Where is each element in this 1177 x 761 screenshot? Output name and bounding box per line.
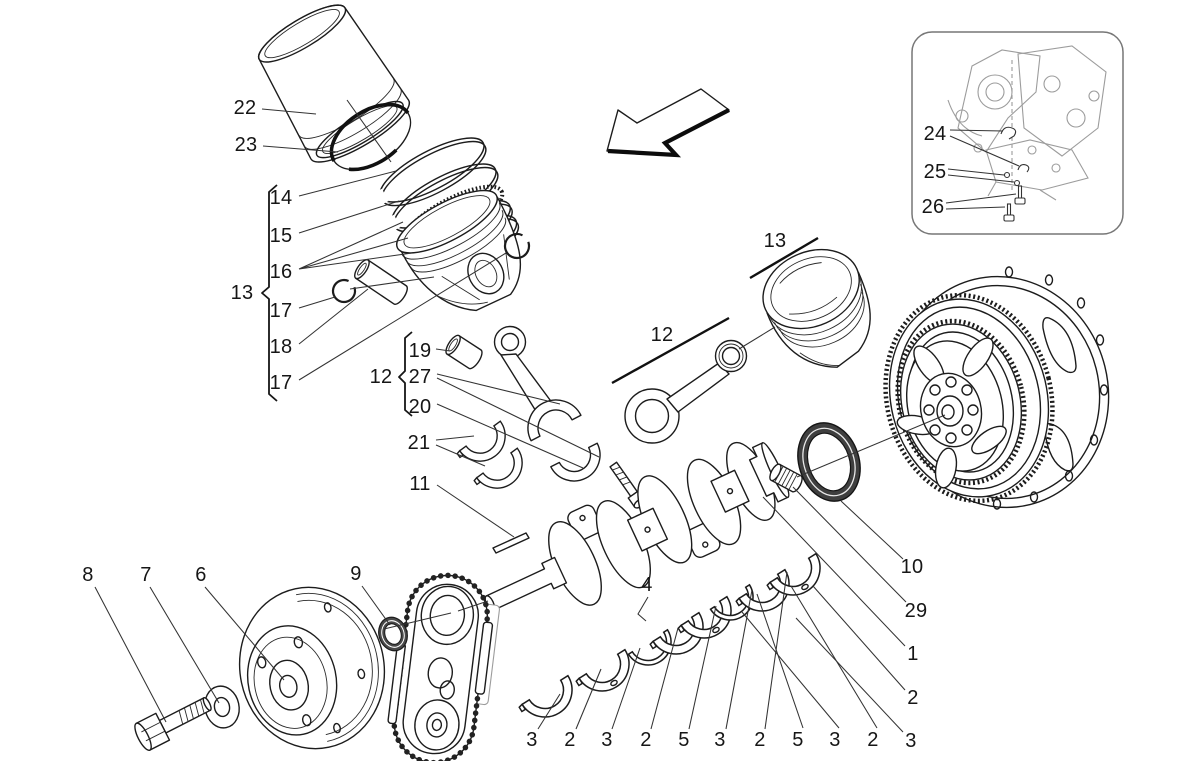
bracket-group-12	[398, 331, 413, 417]
label-line-13	[749, 236, 819, 280]
piston-right	[762, 248, 871, 368]
part-callout-5[interactable]: 5	[792, 729, 804, 751]
cylinder-liner	[257, 4, 410, 163]
part-callout-27[interactable]: 27	[408, 366, 432, 388]
crank-key	[492, 532, 530, 554]
part-callout-2[interactable]: 2	[907, 687, 919, 709]
part-callout-2[interactable]: 2	[754, 729, 766, 751]
part-callout-3[interactable]: 3	[601, 729, 613, 751]
part-callout-19[interactable]: 19	[408, 340, 432, 362]
connecting-rod-left	[493, 325, 648, 509]
part-callout-17[interactable]: 17	[269, 372, 293, 394]
part-callout-13[interactable]: 13	[763, 230, 787, 252]
flywheel	[883, 266, 1110, 510]
part-callout-3[interactable]: 3	[714, 729, 726, 751]
direction-arrow-icon	[606, 88, 730, 158]
part-callout-1[interactable]: 1	[907, 643, 919, 665]
inset-box	[911, 31, 1124, 235]
pilot-bushing	[769, 463, 803, 493]
part-callout-9[interactable]: 9	[350, 563, 362, 585]
rod-bearing-shells	[455, 420, 533, 501]
part-callout-8[interactable]: 8	[82, 564, 94, 586]
liner-o-ring	[329, 102, 412, 172]
part-callout-24[interactable]: 24	[923, 123, 947, 145]
part-callout-13[interactable]: 13	[230, 282, 254, 304]
main-bearing-shells	[517, 552, 831, 731]
part-callout-25[interactable]: 25	[923, 161, 947, 183]
part-callout-5[interactable]: 5	[678, 729, 690, 751]
engine-block-inset	[947, 45, 1107, 201]
bracket-group-13	[261, 184, 278, 402]
part-callout-22[interactable]: 22	[233, 97, 257, 119]
leader-lines	[94, 99, 946, 733]
part-callout-23[interactable]: 23	[234, 134, 258, 156]
timing-chain	[387, 572, 500, 761]
part-callout-14[interactable]: 14	[269, 187, 293, 209]
part-callout-6[interactable]: 6	[195, 564, 207, 586]
part-callout-17[interactable]: 17	[269, 300, 293, 322]
flywheel-rim-holes	[992, 266, 1109, 510]
part-callout-3[interactable]: 3	[526, 729, 538, 751]
piston-left	[396, 189, 522, 312]
part-callout-20[interactable]: 20	[408, 396, 432, 418]
crankshaft	[484, 441, 790, 612]
part-callout-12[interactable]: 12	[369, 366, 393, 388]
part-callout-21[interactable]: 21	[407, 432, 431, 454]
small-end-bushing	[445, 334, 483, 370]
crank-pulley	[238, 586, 386, 750]
part-callout-18[interactable]: 18	[269, 336, 293, 358]
part-callout-29[interactable]: 29	[904, 600, 928, 622]
rear-seal	[797, 422, 861, 502]
part-callout-3[interactable]: 3	[829, 729, 841, 751]
part-callout-12[interactable]: 12	[650, 324, 674, 346]
part-callout-2[interactable]: 2	[564, 729, 576, 751]
connecting-rod-right	[624, 339, 748, 444]
part-callout-26[interactable]: 26	[921, 196, 945, 218]
part-callout-3[interactable]: 3	[905, 730, 917, 752]
part-callout-4[interactable]: 4	[641, 574, 653, 596]
part-callout-11[interactable]: 11	[409, 473, 431, 495]
circlip-left	[331, 278, 357, 304]
pulley-bolt	[134, 696, 212, 751]
label-line-12	[611, 316, 730, 385]
part-callout-10[interactable]: 10	[900, 556, 924, 578]
part-callout-7[interactable]: 7	[140, 564, 152, 586]
part-callout-2[interactable]: 2	[867, 729, 879, 751]
piston-pin	[354, 258, 408, 306]
part-callout-2[interactable]: 2	[640, 729, 652, 751]
inset-fasteners	[1000, 126, 1030, 222]
part-callout-16[interactable]: 16	[269, 261, 293, 283]
part-callout-15[interactable]: 15	[269, 225, 293, 247]
